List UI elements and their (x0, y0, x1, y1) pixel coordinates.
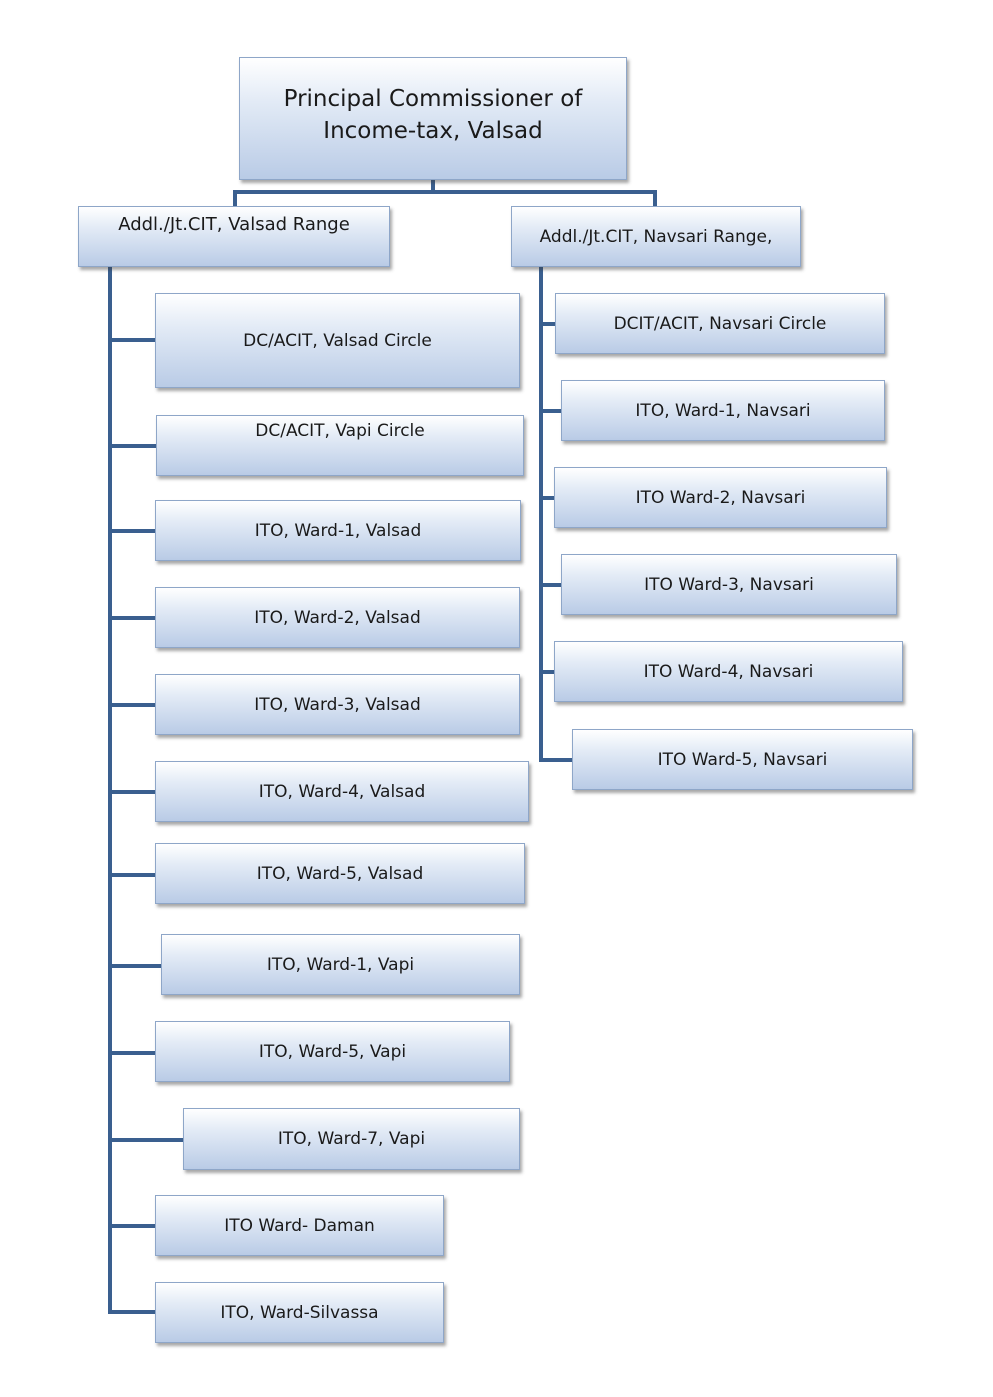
navsari-branch (539, 758, 573, 762)
valsad-branch (108, 964, 162, 968)
valsad-child-label: ITO, Ward-1, Valsad (254, 520, 422, 541)
valsad-branch (108, 1138, 184, 1142)
valsad-child-label: ITO, Ward-4, Valsad (258, 781, 426, 802)
valsad-child-label: ITO, Ward-3, Valsad (254, 694, 421, 715)
valsad-branch (108, 1224, 156, 1228)
valsad-child-label: ITO, Ward-2, Valsad (254, 607, 421, 628)
navsari-trunk-line (539, 266, 543, 762)
valsad-branch (108, 616, 156, 620)
node-navsari-child: ITO Ward-5, Navsari (572, 729, 913, 790)
root-title-line1: Principal Commissioner of (283, 85, 583, 112)
node-navsari-child: ITO, Ward-1, Navsari (561, 380, 885, 441)
navsari-child-label: ITO Ward-4, Navsari (643, 661, 814, 682)
valsad-branch (108, 703, 156, 707)
node-valsad-child: ITO, Ward-Silvassa (155, 1282, 444, 1343)
valsad-child-label: DC/ACIT, Valsad Circle (243, 330, 432, 351)
root-title-line2: Income-tax, Valsad (323, 117, 543, 144)
navsari-child-label: DCIT/ACIT, Navsari Circle (613, 313, 827, 334)
node-valsad-child: ITO, Ward-1, Vapi (161, 934, 520, 995)
navsari-child-label: ITO, Ward-1, Navsari (635, 400, 811, 421)
valsad-branch (108, 1051, 156, 1055)
valsad-branch (108, 338, 156, 342)
valsad-branch (108, 873, 156, 877)
node-principal-commissioner: Principal Commissioner of Income-tax, Va… (239, 57, 627, 180)
node-valsad-child: ITO, Ward-2, Valsad (155, 587, 520, 648)
node-navsari-child: ITO Ward-3, Navsari (561, 554, 897, 615)
navsari-child-label: ITO Ward-3, Navsari (644, 574, 814, 595)
connector-root-horizontal (233, 190, 657, 194)
navsari-branch (539, 670, 555, 674)
navsari-branch (539, 409, 562, 413)
navsari-child-label: ITO Ward-2, Navsari (635, 487, 806, 508)
valsad-child-label: ITO, Ward-1, Vapi (266, 954, 415, 975)
connector-to-valsad-range (233, 190, 237, 208)
valsad-child-label: ITO, Ward-5, Vapi (258, 1041, 407, 1062)
navsari-child-label: ITO Ward-5, Navsari (657, 749, 828, 770)
navsari-branch (539, 583, 562, 587)
valsad-range-label: Addl./Jt.CIT, Valsad Range (118, 214, 350, 235)
valsad-child-label: ITO, Ward-Silvassa (220, 1302, 379, 1323)
valsad-child-label: ITO, Ward-5, Valsad (256, 863, 424, 884)
node-valsad-child: ITO, Ward-5, Valsad (155, 843, 525, 904)
node-navsari-child: ITO Ward-4, Navsari (554, 641, 903, 702)
node-valsad-child: ITO, Ward-5, Vapi (155, 1021, 510, 1082)
node-navsari-child: DCIT/ACIT, Navsari Circle (555, 293, 885, 354)
valsad-child-label: ITO Ward- Daman (224, 1215, 375, 1236)
navsari-branch (539, 496, 555, 500)
navsari-range-label: Addl./Jt.CIT, Navsari Range, (539, 226, 773, 247)
valsad-child-label: ITO, Ward-7, Vapi (277, 1129, 426, 1149)
navsari-branch (539, 322, 556, 326)
valsad-branch (108, 529, 156, 533)
node-navsari-range: Addl./Jt.CIT, Navsari Range, (511, 206, 801, 267)
node-valsad-child: ITO, Ward-1, Valsad (155, 500, 521, 561)
node-valsad-child: ITO Ward- Daman (155, 1195, 444, 1256)
node-valsad-child: ITO, Ward-4, Valsad (155, 761, 529, 822)
valsad-child-label: DC/ACIT, Vapi Circle (255, 421, 425, 441)
node-valsad-child: ITO, Ward-3, Valsad (155, 674, 520, 735)
node-navsari-child: ITO Ward-2, Navsari (554, 467, 887, 528)
valsad-branch (108, 444, 157, 448)
valsad-branch (108, 790, 156, 794)
node-valsad-child: DC/ACIT, Valsad Circle (155, 293, 520, 388)
node-valsad-child: ITO, Ward-7, Vapi (183, 1108, 520, 1170)
node-valsad-child: DC/ACIT, Vapi Circle (156, 415, 524, 476)
node-valsad-range: Addl./Jt.CIT, Valsad Range (78, 206, 390, 267)
connector-root-down (431, 180, 435, 192)
valsad-branch (108, 1310, 156, 1314)
connector-to-navsari-range (653, 190, 657, 208)
